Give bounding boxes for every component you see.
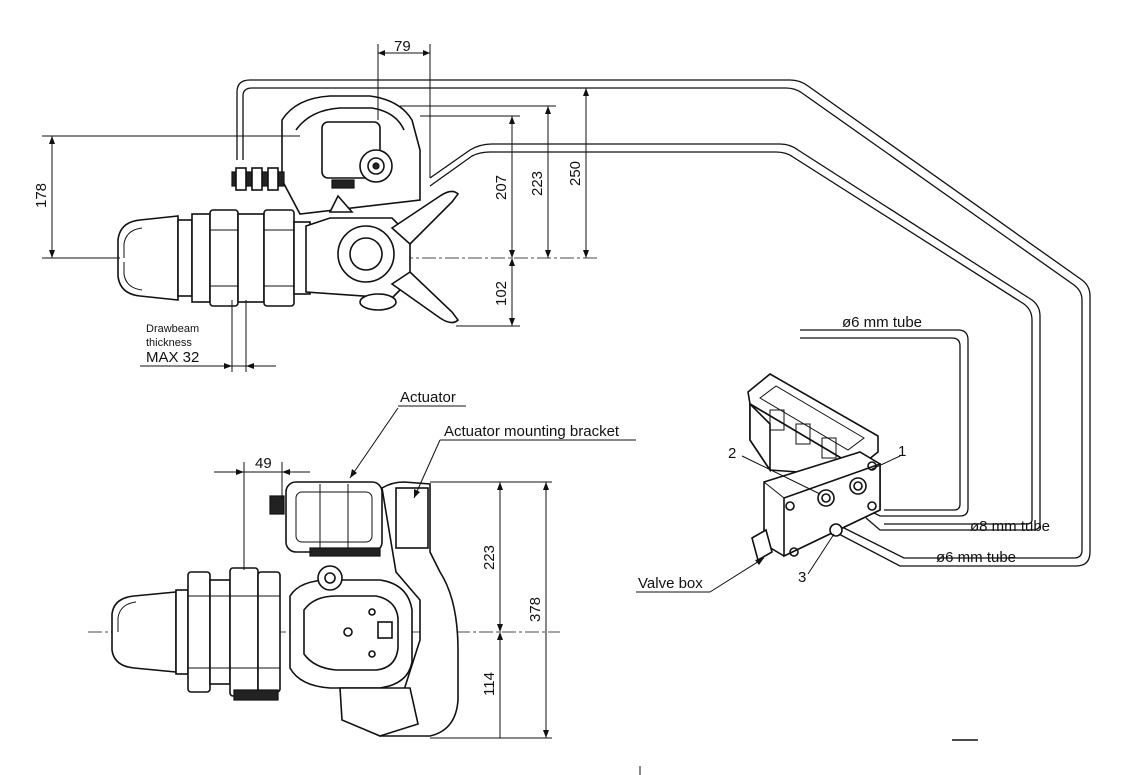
valve-box: 1 2 3 Valve box xyxy=(636,373,906,593)
dim-79: 79 xyxy=(394,38,411,55)
drawbeam-max: MAX 32 xyxy=(146,349,199,366)
dim-378: 378 xyxy=(527,597,544,622)
dim-223-bottom: 223 xyxy=(481,545,498,570)
top-dimensions: 79 178 207 223 250 102 Drawbeam thic xyxy=(33,38,594,372)
drawbeam-label-line2: thickness xyxy=(146,337,192,349)
dim-223: 223 xyxy=(529,171,546,196)
top-coupling-view xyxy=(100,95,600,324)
tube-routing xyxy=(236,79,1091,567)
port-label-3: 3 xyxy=(798,569,806,586)
label-valve-box: Valve box xyxy=(638,575,703,592)
dim-49: 49 xyxy=(255,455,272,472)
dim-114: 114 xyxy=(481,672,498,696)
tube-label-top: ø6 mm tube xyxy=(842,314,922,331)
dim-250: 250 xyxy=(567,161,584,186)
bottom-coupling-view xyxy=(88,481,560,737)
port-label-2: 2 xyxy=(728,445,736,462)
tube-label-bottom: ø6 mm tube xyxy=(936,549,1016,566)
dim-207: 207 xyxy=(493,175,510,200)
port-label-1: 1 xyxy=(898,443,906,460)
label-actuator: Actuator xyxy=(400,389,456,406)
dim-102: 102 xyxy=(493,281,510,306)
drawbeam-label-line1: Drawbeam xyxy=(146,323,199,335)
bottom-dimensions: 49 223 378 114 Actuator Actuator mountin… xyxy=(214,389,636,739)
label-actuator-mounting-bracket: Actuator mounting bracket xyxy=(444,423,620,440)
dim-178: 178 xyxy=(33,183,50,208)
tube-label-mid: ø8 mm tube xyxy=(970,518,1050,535)
tube-labels: ø6 mm tube ø8 mm tube ø6 mm tube xyxy=(842,314,1050,566)
